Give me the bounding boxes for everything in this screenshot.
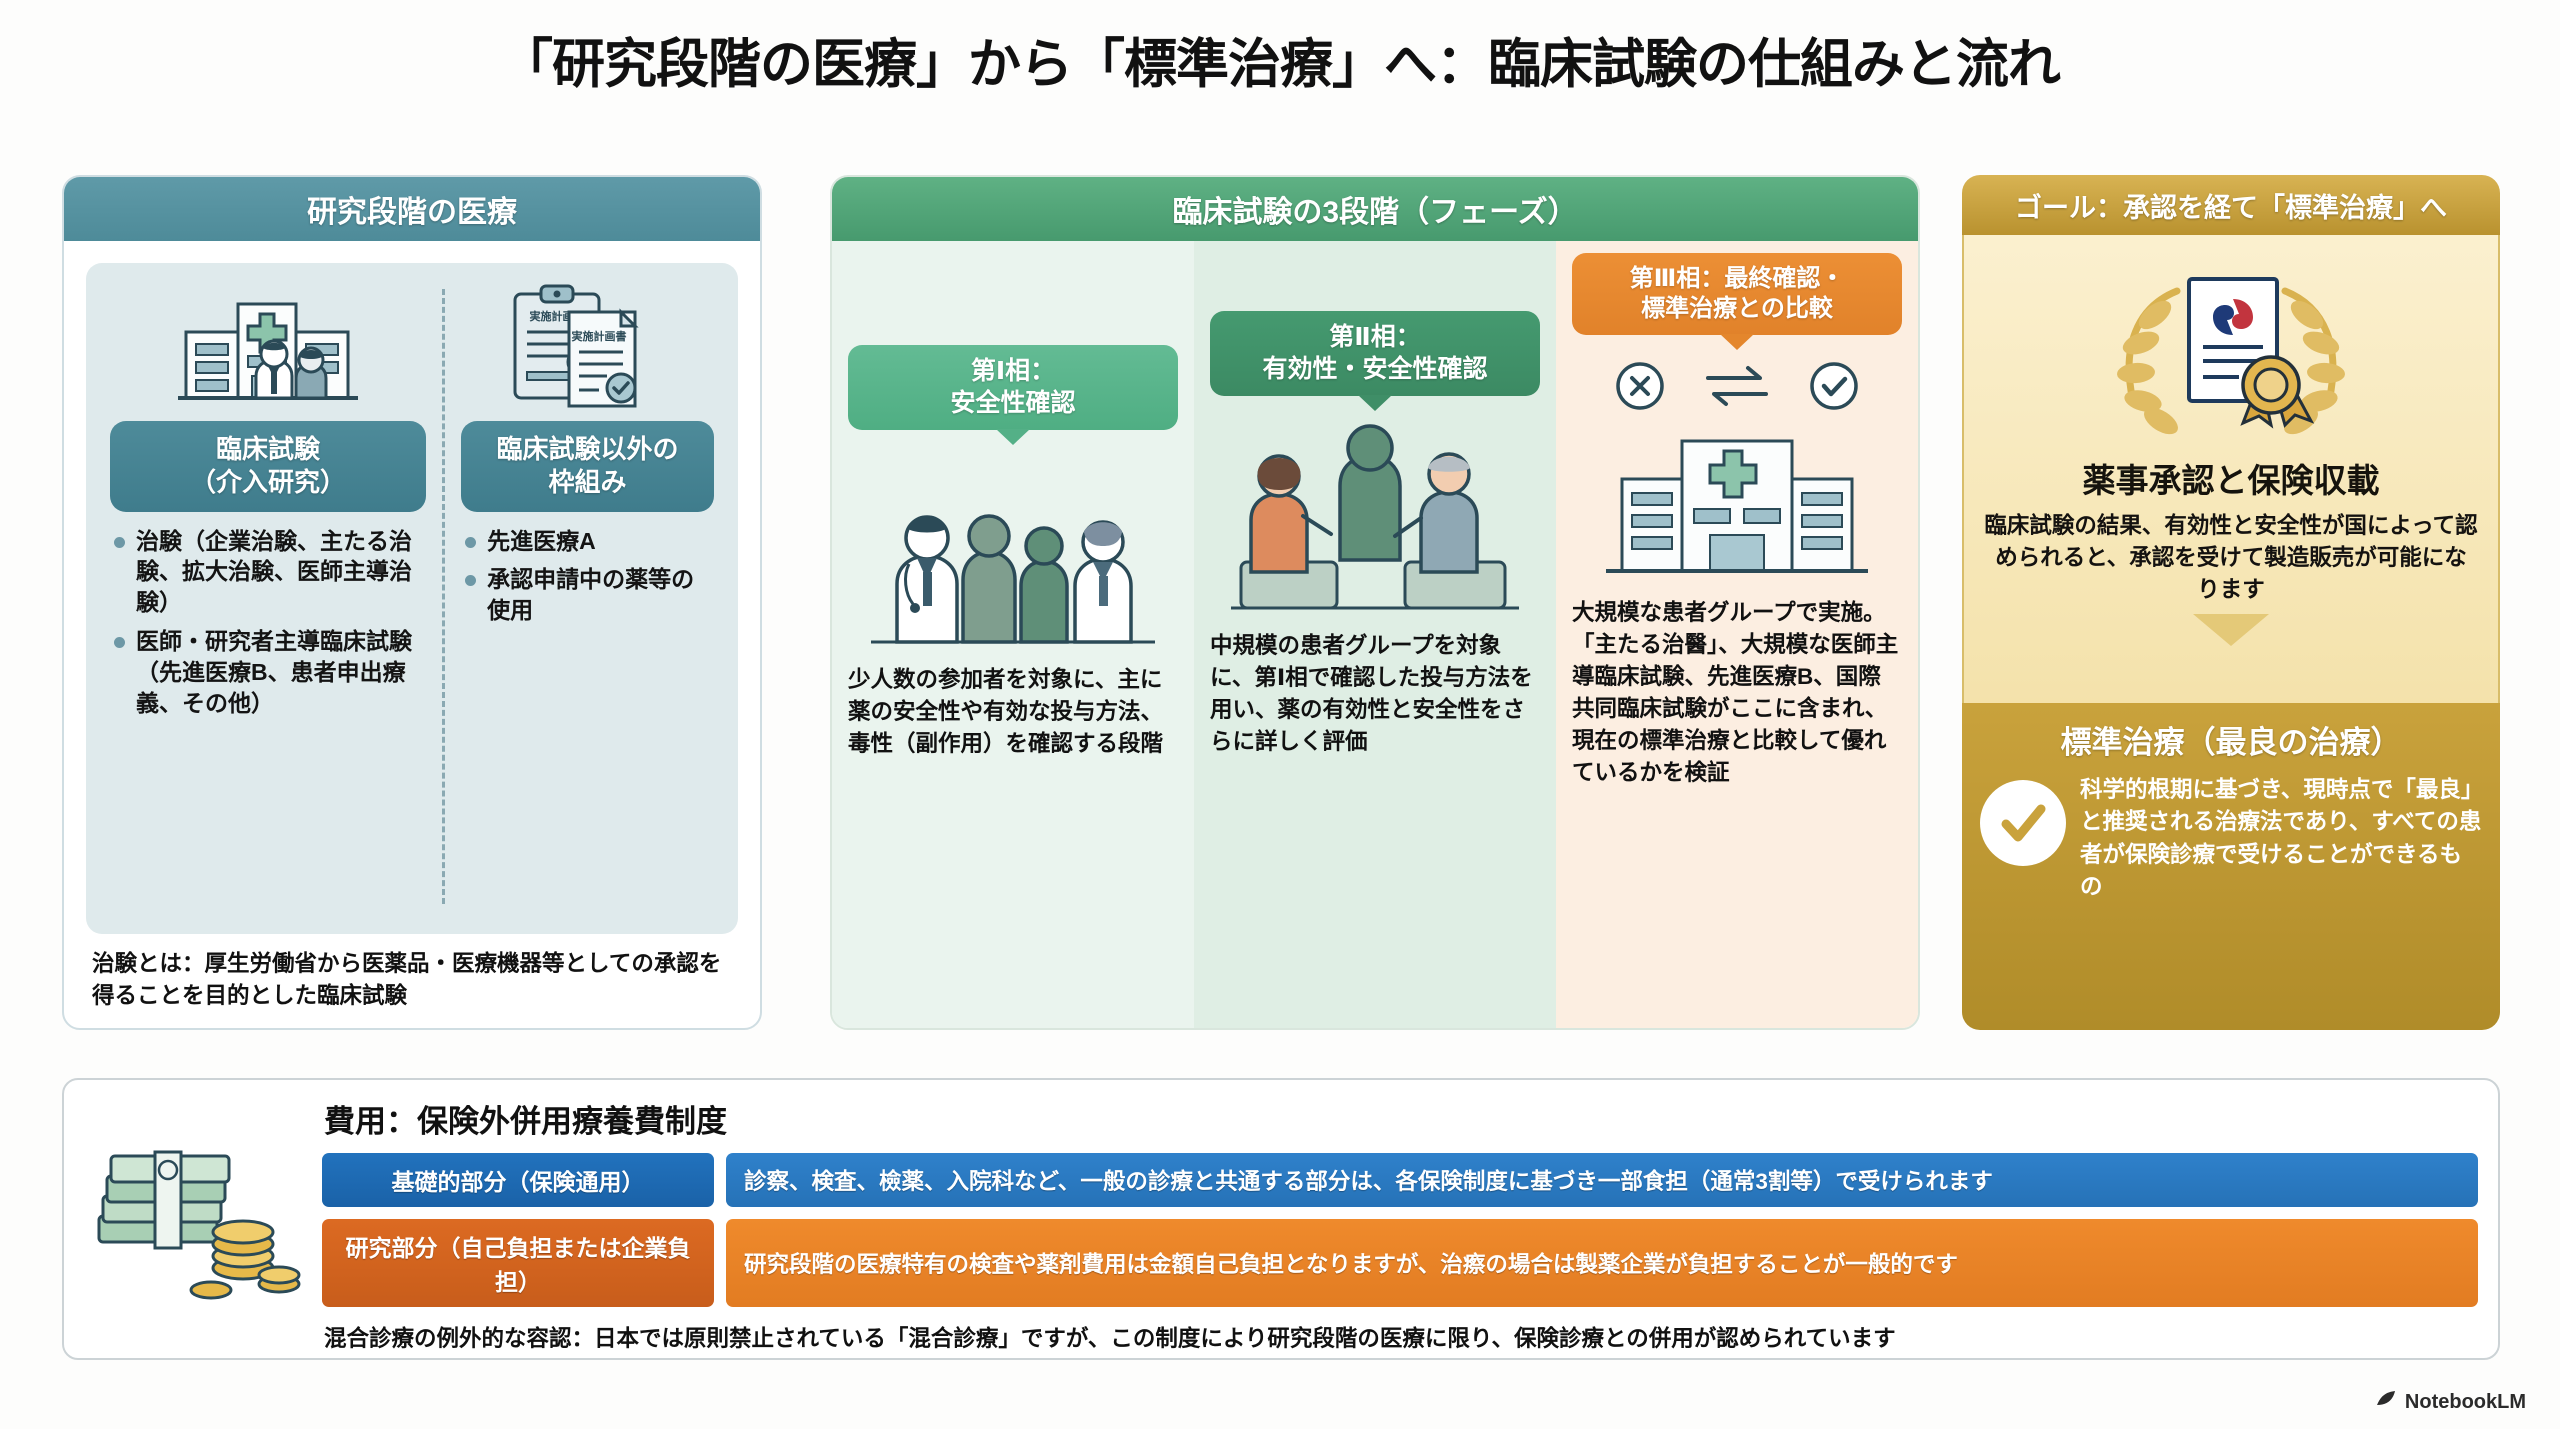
phase-1-label: 第Ⅰ相：安全性確認 (848, 345, 1178, 430)
phase-1-column: 第Ⅰ相：安全性確認 (832, 241, 1194, 1028)
list-item: 治験（企業治験、主たる治験、拡大治験、医師主導治験） (110, 526, 426, 618)
cost-note: 混合診療の例外的な容認：日本では原則禁止されている「混合診療」ですが、この制度に… (324, 1326, 1896, 1351)
down-arrow-icon (2193, 613, 2269, 646)
left-panel-body: 臨床試験（介入研究） 治験（企業治験、主たる治験、拡大治験、医師主導治験） 医師… (64, 241, 760, 1028)
left-panel-card: 臨床試験（介入研究） 治験（企業治験、主たる治験、拡大治験、医師主導治験） 医師… (86, 263, 738, 935)
cost-label-research: 研究部分（自己負担または企業負担） (322, 1219, 714, 1307)
panels-row: 研究段階の医療 (0, 175, 2560, 1045)
cost-label-basic: 基礎的部分（保険通用） (322, 1153, 714, 1207)
clipboard-documents-icon: 実施計画書 実施計画書 (503, 281, 673, 421)
phase-3-description: 大規模な患者グループで実施。「主たる治醫」、大規模な医師主導臨床試験、先進医療B… (1572, 600, 1899, 786)
cost-content: 費用：保険外併用療養費制度 基礎的部分（保険通用） 診察、検査、檢薬、入院科など… (312, 1094, 2478, 1351)
left-column-non-trial-framework: 実施計画書 実施計画書 (451, 281, 724, 912)
left-column-clinical-trial: 臨床試験（介入研究） 治験（企業治験、主たる治験、拡大治験、医師主導治験） 医師… (100, 281, 436, 912)
watermark: NotebookLM (2375, 1389, 2526, 1415)
phase-1-description: 少人数の参加者を対象に、主に薬の安全性や有効な投与方法、毒性（副作用）を確認する… (848, 667, 1164, 756)
cash-and-coins-icon (82, 1094, 312, 1344)
cost-text-research: 研究段階の医療特有の検査や薬剤費用は金額自己負担となりますが、治瘵の場合は製薬企… (726, 1219, 2478, 1307)
panel-research-stage-medicine: 研究段階の医療 (62, 175, 762, 1030)
non-trial-framework-bullets: 先進医療A 承認申請中の薬等の使用 (461, 526, 714, 634)
notebooklm-icon (2375, 1389, 2397, 1415)
list-item: 承認申請中の薬等の使用 (461, 564, 714, 626)
approval-section: 薬事承認と保険収載 臨床試験の結果、有効性と安全性が国によって認められると、承認… (1962, 235, 2500, 703)
left-panel-header: 研究段階の医療 (64, 177, 760, 241)
hospital-comparison-icon (1572, 417, 1902, 587)
standard-treatment-section: 標準治療（最良の治療） 科学的根期に基づき、現時点で「最良」と推奨される治療法で… (1962, 703, 2500, 1030)
laurel-certificate-medal-icon (2081, 251, 2381, 448)
phase-3-column: 第Ⅲ相：最終確認・標準治療との比較 (1556, 241, 1918, 1028)
svg-text:実施計画書: 実施計画書 (571, 329, 626, 343)
right-panel-header: ゴール：承認を経て「標準治療」へ (1962, 175, 2500, 235)
clinical-trial-bullets: 治験（企業治験、主たる治験、拡大治験、医師主導治験） 医師・研究者主導臨床試験（… (110, 526, 426, 727)
cost-row-basic: 基礎的部分（保険通用） 診察、検査、檢薬、入院科など、一般の診療と共通する部分は… (322, 1153, 2478, 1207)
left-panel-note: 治験とは：厚生労働省から医薬品・医療機器等としての承認を得ることを目的とした臨床… (92, 951, 722, 1009)
phase-2-label: 第Ⅱ相：有効性・安全性確認 (1210, 311, 1540, 396)
cost-section: 費用：保険外併用療養費制度 基礎的部分（保険通用） 診察、検査、檢薬、入院科など… (62, 1078, 2500, 1360)
phase-3-label: 第Ⅲ相：最終確認・標準治療との比較 (1572, 253, 1902, 336)
panel-goal-standard-treatment: ゴール：承認を経て「標準治療」へ (1962, 175, 2500, 1030)
check-circle-icon (1980, 780, 2066, 866)
three-people-with-doctor-icon (848, 456, 1178, 646)
cost-text-basic: 診察、検査、檢薬、入院科など、一般の診療と共通する部分は、各保険制度に基づき一部… (726, 1153, 2478, 1207)
phase-2-description: 中規模の患者グループを対象に、第Ⅰ相で確認した投与方法を用い、薬の有効性と安全性… (1210, 633, 1533, 754)
standard-treatment-heading: 標準治療（最良の治療） (2060, 725, 2402, 760)
phase-2-column: 第Ⅱ相：有効性・安全性確認 (1194, 241, 1556, 1028)
patients-group-icon (1210, 422, 1540, 612)
middle-panel-header: 臨床試験の3段階（フェーズ） (832, 177, 1918, 241)
approval-heading: 薬事承認と保険収載 (2082, 462, 2380, 499)
list-item: 先進医療A (461, 526, 714, 557)
non-trial-framework-pill: 臨床試験以外の枠組み (461, 421, 714, 512)
standard-treatment-text: 科学的根期に基づき、現時点で「最良」と推奨される治療法であり、すべての患者が保険… (2080, 777, 2482, 900)
page-title: 「研究段階の医療」から「標準治療」へ：臨床試験の仕組みと流れ (500, 35, 2061, 94)
phases-container: 第Ⅰ相：安全性確認 (832, 241, 1918, 1028)
cost-row-research: 研究部分（自己負担または企業負担） 研究段階の医療特有の検査や薬剤費用は金額自己… (322, 1219, 2478, 1307)
column-divider (442, 289, 446, 905)
panel-three-phases: 臨床試験の3段階（フェーズ） 第Ⅰ相：安全性確認 (830, 175, 1920, 1030)
compare-symbols-icon (1572, 357, 1902, 415)
approval-text: 臨床試験の結果、有効性と安全性が国によって認められると、承認を受けて製造販売が可… (1984, 513, 2478, 602)
watermark-label: NotebookLM (2404, 1390, 2526, 1413)
list-item: 医師・研究者主導臨床試験（先進医療B、患者申出療義、その他） (110, 626, 426, 718)
standard-treatment-row: 科学的根期に基づき、現時点で「最良」と推奨される治療法であり、すべての患者が保険… (1980, 774, 2482, 904)
hospital-with-doctors-icon (168, 281, 368, 421)
clinical-trial-pill: 臨床試験（介入研究） (110, 421, 427, 512)
cost-title: 費用：保険外併用療養費制度 (324, 1104, 727, 1139)
